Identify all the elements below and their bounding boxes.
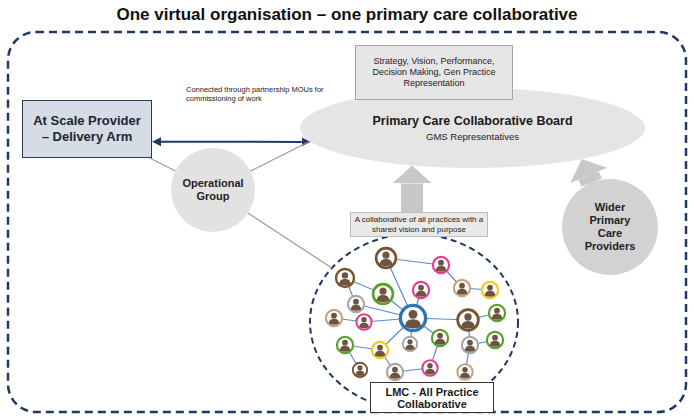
node-text: Operational Group bbox=[177, 177, 249, 203]
practice-icon bbox=[432, 330, 448, 346]
connector bbox=[251, 141, 310, 171]
practice-icon bbox=[326, 310, 342, 326]
practice-icon bbox=[356, 314, 371, 329]
provider-box: At Scale Provider – Delivery Arm bbox=[22, 100, 152, 158]
shape-ellipse bbox=[300, 88, 645, 168]
connector-label: A collaborative of all practices with a … bbox=[350, 212, 488, 237]
group-circle: Operational Group bbox=[171, 148, 255, 232]
node-text: Primary Care Collaborative Board bbox=[372, 114, 572, 129]
organisation-border bbox=[8, 32, 686, 412]
practice-icon bbox=[403, 337, 417, 351]
practice-icon bbox=[336, 269, 354, 287]
practice-icon bbox=[489, 305, 505, 321]
node-text: At Scale Provider – Delivery Arm bbox=[28, 113, 146, 145]
practice-icon bbox=[482, 282, 498, 298]
node-text: Wider Primary Care Providers bbox=[580, 201, 640, 253]
practice-icon bbox=[376, 248, 396, 268]
connector bbox=[248, 213, 332, 268]
shape-ellipse bbox=[562, 179, 658, 275]
practice-icon bbox=[422, 360, 437, 375]
practice-icon bbox=[487, 332, 503, 348]
practice-network bbox=[326, 248, 505, 380]
diagram-title: One virtual organisation – one primary c… bbox=[0, 5, 694, 25]
practice-icon bbox=[353, 363, 367, 377]
practice-icon bbox=[433, 257, 449, 273]
board-ellipse: Primary Care Collaborative BoardGMS Repr… bbox=[300, 88, 645, 168]
shape-ellipse bbox=[171, 148, 255, 232]
connector bbox=[161, 141, 302, 143]
practice-icon bbox=[454, 280, 470, 296]
node-text: GMS Representatives bbox=[426, 131, 519, 143]
node-text: Strategy, Vision, Performance, Decision … bbox=[372, 56, 497, 89]
practice-icon bbox=[348, 296, 364, 312]
providers-circle: Wider Primary Care Providers bbox=[562, 179, 658, 275]
practice-icon bbox=[457, 364, 472, 379]
practice-icon bbox=[400, 305, 425, 330]
practice-icon bbox=[413, 282, 429, 298]
node-text: LMC - All Practice Collaborative bbox=[370, 382, 494, 413]
practice-icon bbox=[462, 337, 478, 353]
shape-outline bbox=[300, 88, 645, 168]
connector bbox=[150, 158, 176, 171]
connector bbox=[589, 176, 592, 183]
remit-box: Strategy, Vision, Performance, Decision … bbox=[355, 45, 513, 100]
practice-icon bbox=[372, 342, 388, 358]
network-links bbox=[334, 258, 497, 372]
practice-icon bbox=[458, 310, 479, 331]
practice-icon bbox=[337, 337, 353, 353]
collaborative-ellipse: LMC - All Practice Collaborative bbox=[310, 234, 518, 410]
practice-icon bbox=[387, 364, 403, 380]
practice-icon bbox=[373, 284, 393, 304]
connector-label: Connected through partnership MOUs for c… bbox=[186, 85, 336, 103]
